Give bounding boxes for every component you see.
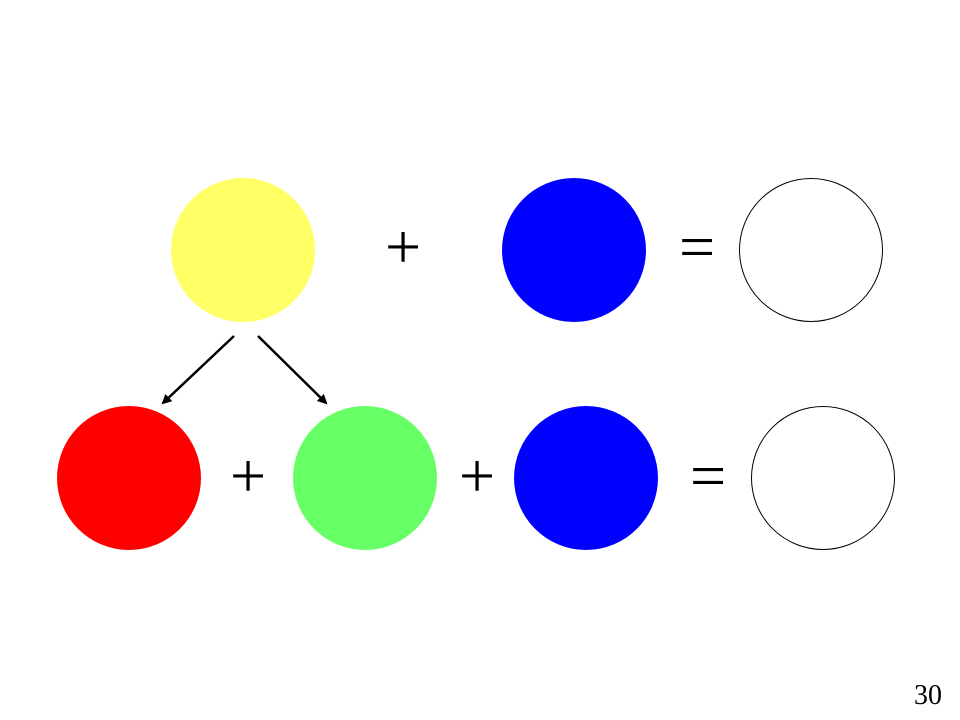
equals-sign: = <box>689 440 727 511</box>
arrow-to-red <box>161 335 235 405</box>
result-circle-bottom <box>751 406 895 550</box>
result-circle-top <box>739 178 883 322</box>
plus-sign: + <box>229 440 267 511</box>
arrow-to-green <box>257 335 328 405</box>
equals-sign: = <box>678 211 716 282</box>
plus-sign: + <box>384 211 422 282</box>
blue-circle-bottom <box>514 406 658 550</box>
green-circle <box>293 406 437 550</box>
blue-circle-top <box>502 178 646 322</box>
plus-sign: + <box>458 440 496 511</box>
page-number: 30 <box>914 680 942 711</box>
red-circle <box>57 406 201 550</box>
yellow-circle <box>171 178 315 322</box>
